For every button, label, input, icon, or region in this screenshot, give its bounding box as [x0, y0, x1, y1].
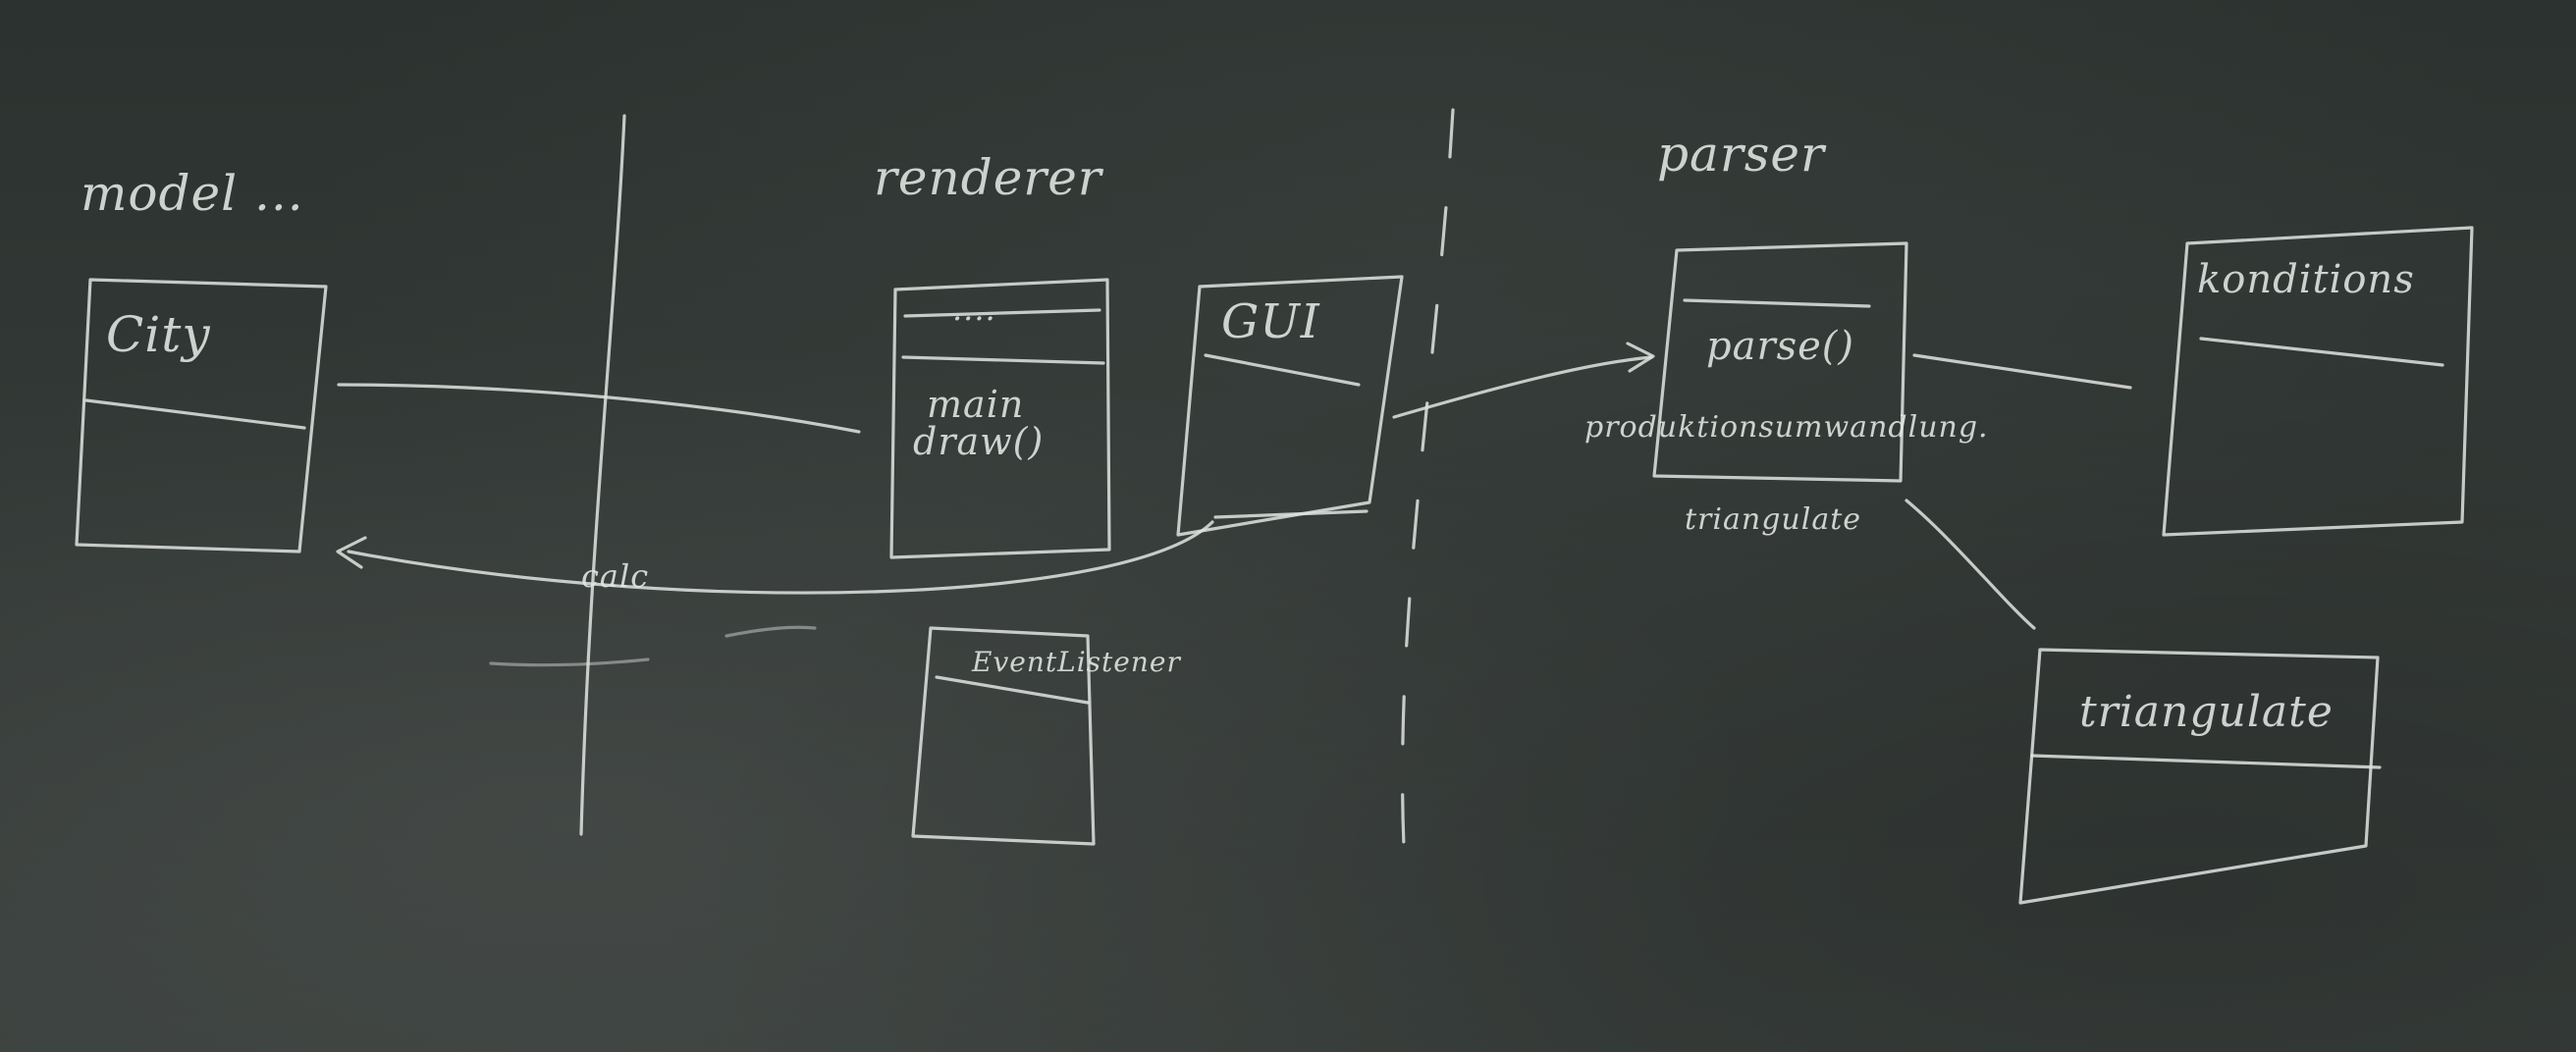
- model-label: model ...: [80, 165, 304, 222]
- triangulate-box: [2018, 648, 2382, 905]
- renderer-method-draw: draw(): [913, 420, 1045, 463]
- conditions-box: [2162, 226, 2474, 537]
- event-listener-class-name: EventListener: [972, 646, 1181, 678]
- association-parser-conditions: [1912, 353, 2132, 390]
- city-class-name: City: [106, 306, 211, 363]
- renderer-method-main: main: [927, 383, 1025, 426]
- divider-line-right-dashed: [1401, 108, 1455, 848]
- association-parser-triangulate: [1905, 499, 2036, 630]
- renderer-box: [889, 278, 1111, 559]
- calc-label: calc: [581, 557, 650, 595]
- gui-box: [1176, 275, 1404, 537]
- parser-box: [1652, 241, 1908, 483]
- parser-method-parse: parse(): [1706, 324, 1854, 369]
- triangulate-class-name: triangulate: [2079, 687, 2334, 737]
- arrow-gui-to-city: [347, 520, 1214, 595]
- renderer-label: renderer: [874, 149, 1102, 206]
- divider-line-left: [579, 114, 626, 836]
- erased-stroke: [489, 658, 650, 667]
- conditions-class-name: konditions: [2197, 257, 2415, 302]
- erased-stroke-2: [724, 625, 817, 638]
- gui-class-name: GUI: [1221, 294, 1320, 349]
- parser-triangulate-note: triangulate: [1685, 502, 1862, 537]
- city-box: [75, 278, 328, 553]
- association-city-renderer: [337, 383, 861, 434]
- parser-note: produktionsumwandlung.: [1584, 410, 1989, 445]
- arrow-gui-to-parser: [1392, 355, 1653, 419]
- event-listener-box: [911, 626, 1096, 846]
- renderer-attributes: ....: [952, 290, 996, 328]
- parser-label: parser: [1657, 126, 1825, 183]
